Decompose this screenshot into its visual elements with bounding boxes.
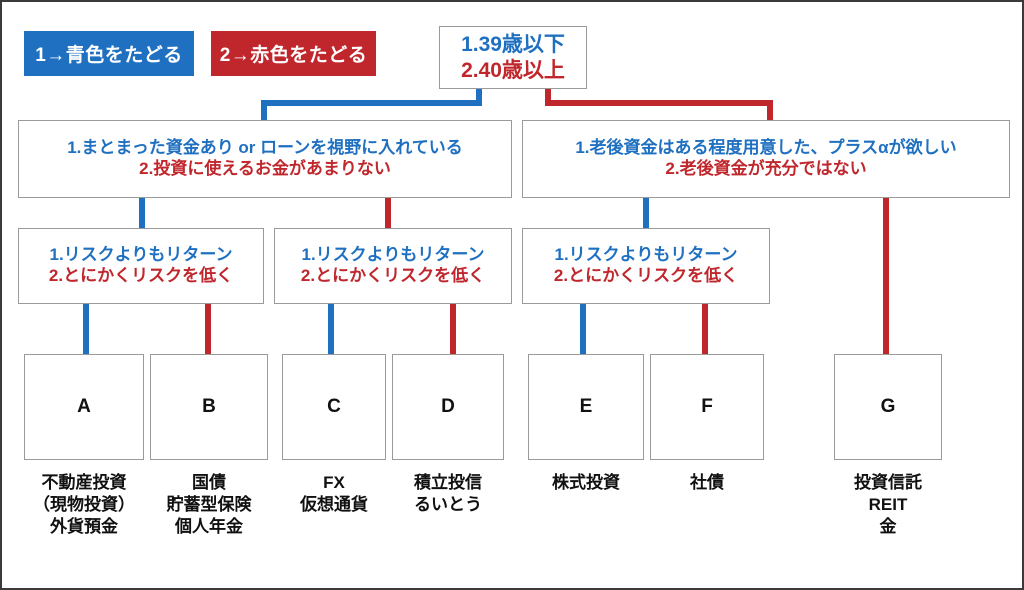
risk-3-line-2: 2.とにかくリスクを低く: [553, 266, 739, 285]
risk-2-line-2: 2.とにかくリスクを低く: [300, 266, 486, 285]
leaf-d-letter: D: [441, 396, 455, 417]
leaf-caption-b-line-2: 貯蓄型保険: [166, 495, 252, 515]
leaf-node-g: G: [834, 354, 942, 460]
leaf-a-letter: A: [77, 396, 91, 417]
leaf-node-b: B: [150, 354, 268, 460]
connector-root-red-horizontal: [545, 100, 773, 106]
connector-risk2-blue-to-c: [328, 304, 334, 354]
risk-3-line-1: 1.リスクよりもリターン: [554, 245, 738, 265]
risk-1-line-2: 2.とにかくリスクを低く: [48, 266, 234, 285]
connector-root-blue-horizontal: [261, 100, 482, 106]
branch-node-young: 1.まとまった資金あり or ローンを視野に入れている 2.投資に使えるお金があ…: [18, 120, 512, 198]
leaf-caption-f-line-1: 社債: [690, 473, 724, 492]
branch-node-senior: 1.老後資金はある程度用意した、プラスαが欲しい 2.老後資金が充分ではない: [522, 120, 1010, 198]
connector-root-red-stub: [545, 89, 551, 106]
branch-young-line-1: 1.まとまった資金あり or ローンを視野に入れている: [67, 138, 463, 158]
risk-node-1: 1.リスクよりもリターン 2.とにかくリスクを低く: [18, 228, 264, 304]
root-line-2: 2.40歳以上: [461, 58, 565, 82]
connector-risk1-blue-to-a: [83, 304, 89, 354]
branch-senior-line-2: 2.老後資金が充分ではない: [665, 159, 867, 178]
leaf-b-letter: B: [202, 396, 216, 417]
leaf-caption-g: 投資信託 REIT 金: [824, 472, 952, 538]
leaf-caption-e: 株式投資: [524, 472, 648, 494]
leaf-caption-f: 社債: [648, 472, 766, 494]
leaf-caption-a-line-3: 外貨預金: [50, 517, 118, 537]
branch-young-line-2: 2.投資に使えるお金があまりない: [139, 159, 391, 178]
leaf-caption-b-line-1: 国債: [192, 473, 226, 492]
connector-root-blue-stub: [476, 89, 482, 106]
leaf-caption-c: FX 仮想通貨: [274, 472, 394, 516]
connector-senior-red-to-g: [883, 198, 889, 354]
leaf-g-letter: G: [880, 396, 896, 417]
legend-red: 2→赤色をたどる: [211, 31, 376, 76]
leaf-caption-a-line-2: （現物投資）: [33, 495, 135, 515]
leaf-caption-g-line-1: 投資信託: [854, 473, 922, 492]
connector-risk3-blue-to-e: [580, 304, 586, 354]
risk-node-2: 1.リスクよりもリターン 2.とにかくリスクを低く: [274, 228, 512, 304]
leaf-caption-b-line-3: 個人年金: [175, 517, 243, 537]
leaf-node-f: F: [650, 354, 764, 460]
leaf-caption-a: 不動産投資 （現物投資） 外貨預金: [14, 472, 154, 538]
leaf-node-c: C: [282, 354, 386, 460]
connector-root-blue-drop: [261, 100, 267, 120]
connector-senior-blue: [643, 198, 649, 228]
leaf-node-e: E: [528, 354, 644, 460]
connector-young-red: [385, 198, 391, 228]
connector-root-red-drop: [767, 100, 773, 120]
leaf-caption-d-line-1: 積立投信: [414, 473, 482, 492]
leaf-c-letter: C: [327, 396, 341, 417]
leaf-caption-a-line-1: 不動産投資: [41, 473, 127, 492]
legend-red-label: 2→赤色をたどる: [219, 45, 368, 66]
connector-risk1-red-to-b: [205, 304, 211, 354]
connector-young-blue: [139, 198, 145, 228]
leaf-node-d: D: [392, 354, 504, 460]
legend-blue: 1→青色をたどる: [24, 31, 194, 76]
legend-blue-label: 1→青色をたどる: [35, 45, 183, 66]
leaf-caption-c-line-2: 仮想通貨: [300, 495, 368, 515]
leaf-node-a: A: [24, 354, 144, 460]
risk-node-3: 1.リスクよりもリターン 2.とにかくリスクを低く: [522, 228, 770, 304]
leaf-caption-c-line-1: FX: [323, 473, 345, 492]
leaf-caption-b: 国債 貯蓄型保険 個人年金: [142, 472, 276, 538]
leaf-caption-g-line-3: 金: [879, 517, 897, 537]
risk-2-line-1: 1.リスクよりもリターン: [301, 245, 485, 265]
leaf-caption-g-line-2: REIT: [868, 495, 908, 515]
leaf-f-letter: F: [701, 396, 713, 417]
connector-risk2-red-to-d: [450, 304, 456, 354]
leaf-e-letter: E: [579, 396, 593, 417]
connector-risk3-red-to-f: [702, 304, 708, 354]
root-line-1: 1.39歳以下: [461, 32, 565, 56]
risk-1-line-1: 1.リスクよりもリターン: [49, 245, 233, 265]
branch-senior-line-1: 1.老後資金はある程度用意した、プラスαが欲しい: [575, 138, 957, 158]
leaf-caption-e-line-1: 株式投資: [552, 473, 620, 492]
leaf-caption-d-line-2: るいとう: [414, 495, 482, 515]
root-node: 1.39歳以下 2.40歳以上: [439, 26, 587, 89]
leaf-caption-d: 積立投信 るいとう: [388, 472, 508, 516]
